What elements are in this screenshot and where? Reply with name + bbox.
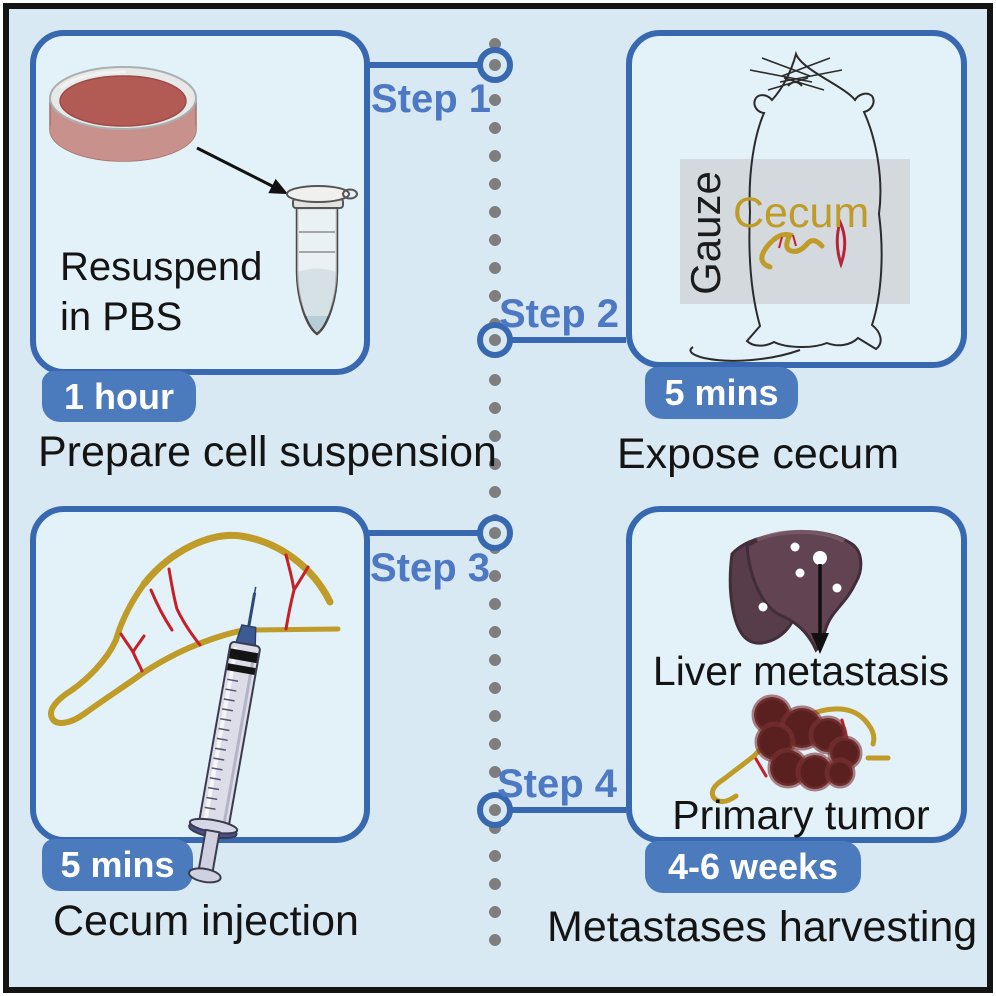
- cecum-icon: [759, 217, 847, 270]
- gauze-pad: [680, 159, 910, 304]
- primary-tumor-label: Primary tumor: [672, 792, 930, 838]
- resuspend-note-line2: in PBS: [60, 295, 183, 339]
- step2-node-circle: [477, 322, 513, 358]
- resuspend-note-line1: Resuspend: [60, 245, 263, 289]
- step2-duration-badge: 5 mins: [645, 367, 798, 419]
- step3-duration-badge: 5 mins: [42, 839, 193, 891]
- arrow-icon: [811, 564, 829, 654]
- cell-suspension-illustration: [49, 66, 358, 336]
- timeline-dotted-line: [489, 30, 501, 948]
- mouse-illustration: [680, 50, 910, 362]
- step4-connector-line: [512, 807, 626, 813]
- step1-node-circle: [477, 47, 513, 83]
- syringe-icon: [188, 586, 261, 884]
- tumor-cluster-icon: [709, 694, 891, 804]
- resuspend-note: Resuspend in PBS: [60, 242, 262, 342]
- cecum-injection-illustration: [48, 531, 341, 884]
- step1-label: Step 1: [371, 77, 492, 121]
- step2-label: Step 2: [499, 292, 620, 336]
- petri-dish-icon: [49, 66, 197, 162]
- gauze-label: Gauze: [682, 171, 729, 295]
- step2-caption: Expose cecum: [617, 430, 900, 478]
- step4-duration-badge: 4-6 weeks: [645, 841, 861, 893]
- graduation-marks: [204, 678, 239, 810]
- timeline-dot: [489, 334, 501, 346]
- step4-node-circle: [477, 792, 513, 828]
- metastases-illustration: [709, 529, 891, 804]
- liver-icon: [728, 529, 863, 653]
- arrow-icon: [196, 146, 289, 195]
- step4-label: Step 4: [497, 762, 618, 806]
- step4-caption: Metastases harvesting: [547, 903, 978, 951]
- liver-metastasis-label: Liver metastasis: [652, 648, 950, 694]
- step3-node-circle: [477, 515, 513, 551]
- timeline-dot: [489, 59, 501, 71]
- metastasis-spots: [758, 542, 842, 612]
- step1-duration-badge: 1 hour: [42, 371, 196, 422]
- step1-connector-line: [366, 62, 478, 68]
- whiskers: [749, 57, 843, 91]
- cecum-label: Cecum: [733, 189, 870, 237]
- incision-mark: [835, 217, 847, 269]
- timeline-dot: [489, 527, 501, 539]
- tumor-nodules: [751, 694, 863, 792]
- step3-caption: Cecum injection: [53, 897, 359, 945]
- step3-connector-line: [366, 530, 478, 536]
- blood-vessels: [119, 553, 310, 673]
- step1-caption: Prepare cell suspension: [38, 428, 497, 476]
- cecum-icon: [48, 531, 341, 726]
- microcentrifuge-tube-icon: [286, 185, 358, 336]
- timeline-dot: [489, 804, 501, 816]
- mouse-icon: [689, 50, 883, 362]
- step2-connector-line: [512, 337, 626, 343]
- step3-label: Step 3: [370, 546, 491, 590]
